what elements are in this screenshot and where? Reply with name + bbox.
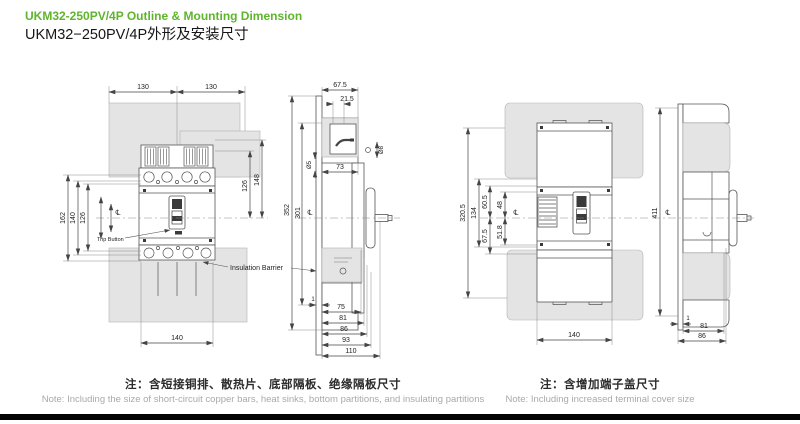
- cover-front-dimension-lines: [463, 127, 613, 345]
- centerline-symbol: ℄: [666, 208, 671, 217]
- dim-w75: 75: [337, 304, 345, 311]
- note-right-en: Note: Including increased terminal cover…: [505, 394, 695, 405]
- dim-h67-5: 67.5: [482, 229, 489, 243]
- dim-height-total: 411: [652, 207, 659, 218]
- dim-hole-small: Ø5: [307, 160, 313, 169]
- dim-w110: 110: [345, 348, 356, 355]
- dim-w86: 86: [340, 326, 348, 333]
- footer-divider-bar: [0, 414, 800, 420]
- toggle-handle: [572, 191, 591, 235]
- toggle-handle: [168, 195, 186, 230]
- note-left-en: Note: Including the size of short-circui…: [41, 394, 485, 405]
- breaker-covered-body: [536, 120, 613, 305]
- note-right-zh: 注：含增加端子盖尺寸: [540, 379, 660, 391]
- handle-side-glyph: [335, 138, 352, 147]
- dim-hole-large: Ø8: [379, 145, 385, 154]
- dim-bottom-width: 140: [171, 335, 183, 342]
- mounting-plate: [315, 95, 323, 356]
- insulation-barrier-label: Insulation Barrier: [230, 265, 284, 272]
- dim-handle-offset: 21.5: [340, 96, 354, 103]
- dim-top-right: 130: [205, 84, 217, 91]
- dim-w86: 86: [698, 333, 706, 340]
- cover-front-view-drawing: ℄ 320.5 134 6: [460, 102, 650, 345]
- dim-depth-body: 73: [336, 164, 344, 171]
- dim-h51-8: 51.8: [497, 225, 504, 239]
- note-left-zh: 注：含短接铜排、散热片、底部隔板、绝缘隔板尺寸: [125, 379, 401, 391]
- cover-side-view-drawing: ℄ 411 1 81 86: [652, 103, 754, 344]
- breaker-front-body: [138, 144, 216, 296]
- insulation-barriers: [157, 262, 197, 296]
- note-right: 注：含增加端子盖尺寸 Note: Including increased ter…: [460, 376, 740, 405]
- side-view-drawing: ℄: [284, 82, 400, 359]
- page-title-en: UKM32-250PV/4P Outline & Mounting Dimens…: [25, 9, 303, 23]
- dim-height-total: 352: [284, 204, 291, 216]
- dim-plate-gap: 1: [311, 297, 315, 303]
- dim-height-mid: 134: [471, 207, 478, 219]
- dim-left-outer: 162: [60, 212, 67, 224]
- front-view-drawing: ℄: [60, 84, 317, 347]
- centerline-symbol: ℄: [514, 208, 519, 217]
- front-view-dimension-lines: [63, 86, 266, 347]
- dim-bottom-width: 140: [568, 332, 580, 339]
- centerline-symbol: ℄: [116, 208, 121, 217]
- trip-button: [175, 231, 182, 235]
- dim-left-mid: 140: [70, 212, 77, 224]
- mounting-plate: [677, 103, 684, 331]
- note-left: 注：含短接铜排、散热片、底部隔板、绝缘隔板尺寸 Note: Including …: [28, 376, 498, 405]
- dim-w93: 93: [342, 337, 350, 344]
- page-title-zh: UKM32−250PV/4P外形及安装尺寸: [25, 27, 249, 43]
- vent-hatch: [539, 199, 556, 225]
- dim-h48: 48: [497, 201, 504, 209]
- dim-plate-gap: 1: [686, 316, 690, 322]
- trip-button-label: Trip Button: [97, 237, 124, 243]
- dim-h60-5: 60.5: [482, 195, 489, 209]
- dim-height-total: 320.5: [460, 204, 467, 222]
- dim-top-left: 130: [137, 84, 149, 91]
- side-view-dimension-lines: [288, 87, 381, 359]
- dim-w81: 81: [700, 323, 708, 330]
- dim-depth-total: 67.5: [333, 82, 347, 89]
- dim-right-inner: 126: [242, 180, 249, 192]
- dim-height-body: 301: [295, 207, 302, 219]
- centerline-symbol: ℄: [308, 208, 313, 217]
- cover-side-dimension-lines: [655, 107, 727, 344]
- dim-w81: 81: [339, 315, 347, 322]
- dim-right-outer: 148: [254, 174, 261, 186]
- dim-left-inner: 126: [80, 212, 87, 224]
